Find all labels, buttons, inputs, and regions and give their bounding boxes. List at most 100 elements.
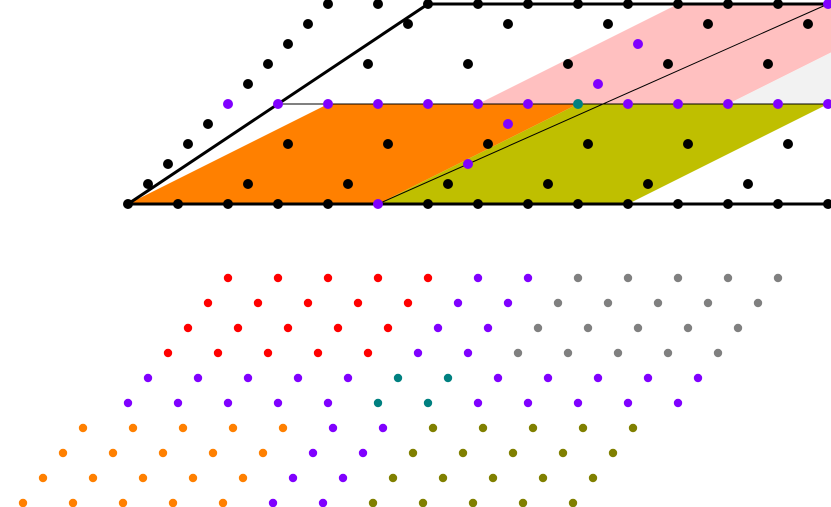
lattice-point [573,0,583,9]
dot-gray [513,348,523,358]
boundary-point [823,99,831,109]
boundary-point [623,99,633,109]
lattice-point [463,59,473,69]
dot-red [253,298,263,308]
dot-red [233,323,243,333]
lattice-point [123,199,133,209]
dot-red [333,323,343,333]
dot-red [373,273,383,283]
dot-purple [693,373,703,383]
dot-olive [418,498,428,507]
lattice-point [483,139,493,149]
lattice-point [373,0,383,9]
dot-purple [358,448,368,458]
dot-gray [623,273,633,283]
lattice-point [363,59,373,69]
dot-gray [773,273,783,283]
dot-orange [18,498,28,507]
dot-olive [528,423,538,433]
dot-orange [118,498,128,507]
lattice-point [263,59,273,69]
lattice-point [423,199,433,209]
dot-red [303,298,313,308]
lattice-point [523,199,533,209]
dot-orange [188,473,198,483]
dot-red [423,273,433,283]
lattice-point [773,0,783,9]
dot-purple [593,373,603,383]
dot-purple [338,473,348,483]
dot-teal [373,398,383,408]
lattice-point [403,19,413,29]
lattice-point [623,0,633,9]
dot-olive [388,473,398,483]
dot-olive [588,473,598,483]
dot-red [213,348,223,358]
lattice-point [523,0,533,9]
dot-purple [193,373,203,383]
dot-olive [488,473,498,483]
lattice-point [603,19,613,29]
dot-teal [443,373,453,383]
dot-red [383,323,393,333]
dot-purple [273,398,283,408]
boundary-point [723,99,733,109]
boundary-point [463,159,473,169]
lattice-point [243,179,253,189]
lattice-point [473,199,483,209]
dot-gray [683,323,693,333]
lattice-point [723,0,733,9]
dot-olive [578,423,588,433]
lattice-point [203,119,213,129]
dot-gray [723,273,733,283]
dot-orange [158,448,168,458]
boundary-point [223,99,233,109]
dot-purple [293,373,303,383]
dot-olive [518,498,528,507]
dot-orange [168,498,178,507]
lattice-point [163,159,173,169]
dot-red [203,298,213,308]
dot-gray [583,323,593,333]
dot-purple [268,498,278,507]
dot-gray [653,298,663,308]
dot-purple [573,398,583,408]
lattice-point [223,199,233,209]
dot-gray [703,298,713,308]
boundary-point [273,99,283,109]
lattice-point [443,179,453,189]
dot-orange [138,473,148,483]
dot-red [183,323,193,333]
dot-gray [533,323,543,333]
dot-gray [613,348,623,358]
boundary-point [373,99,383,109]
region-orange [128,104,578,204]
dot-gray [663,348,673,358]
lattice-point [543,179,553,189]
dot-olive [408,448,418,458]
boundary-point [503,119,513,129]
dot-purple [523,273,533,283]
lattice-point [673,199,683,209]
lattice-point [783,139,793,149]
bottom-dot-pattern [18,273,783,507]
boundary-point [523,99,533,109]
lattice-point [173,199,183,209]
dot-orange [258,448,268,458]
boundary-point [633,39,643,49]
boundary-point [323,99,333,109]
dot-red [403,298,413,308]
lattice-point [623,199,633,209]
dot-red [273,273,283,283]
dot-olive [568,498,578,507]
dot-orange [278,423,288,433]
dot-purple [503,298,513,308]
dot-teal [393,373,403,383]
boundary-point [593,79,603,89]
dot-gray [673,273,683,283]
dot-purple [473,273,483,283]
dot-red [313,348,323,358]
dot-purple [493,373,503,383]
dot-orange [108,448,118,458]
dot-orange [228,423,238,433]
